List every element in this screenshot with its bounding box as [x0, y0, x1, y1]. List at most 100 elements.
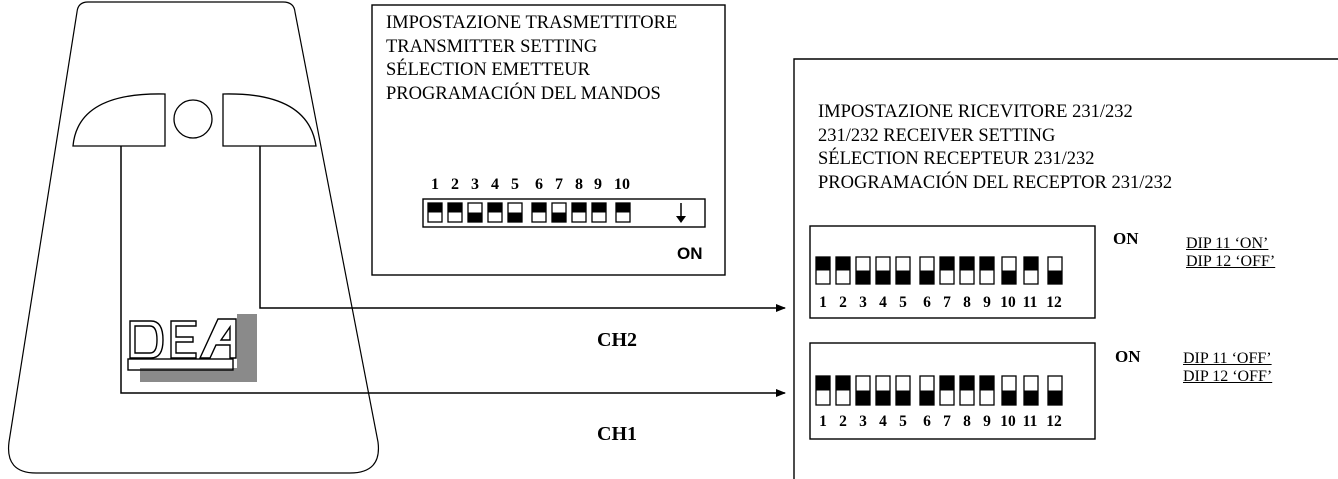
dip-note-line: DIP 12 ‘OFF’	[1183, 368, 1273, 385]
rx-ch2-dip-number: 2	[839, 294, 847, 311]
rx-ch1-dip-number: 11	[1022, 413, 1038, 430]
rx-ch1-on-label: ON	[1115, 347, 1141, 366]
receiver-ch1-dip-block	[809, 342, 1096, 440]
rx-ch1-dip-switch-1	[815, 375, 831, 406]
transmitter-title-line: SÉLECTION EMETTEUR	[386, 60, 590, 80]
on-direction-arrow-icon	[676, 203, 686, 223]
transmitter-setting-box	[371, 4, 726, 276]
rx-ch2-dip-number: 6	[923, 294, 931, 311]
tx-dip-switch-6	[531, 202, 547, 223]
rx-ch2-dip-note: DIP 11 ‘ON’ DIP 12 ‘OFF’	[1186, 235, 1275, 271]
tx-dip-number: 9	[594, 176, 602, 193]
tx-dip-number: 1	[431, 176, 439, 193]
rx-ch2-dip-switch-11	[1023, 256, 1039, 285]
tx-dip-number: 6	[535, 176, 543, 193]
rx-ch1-dip-number: 12	[1046, 413, 1062, 430]
tx-dip-number: 5	[511, 176, 519, 193]
remote-left-button	[72, 93, 166, 147]
tx-dip-number: 4	[491, 176, 499, 193]
rx-ch1-dip-switch-2	[835, 375, 851, 406]
transmitter-title-line: PROGRAMACIÓN DEL MANDOS	[386, 83, 661, 104]
rx-ch2-dip-switch-12	[1047, 256, 1063, 285]
tx-dip-switch-2	[447, 202, 463, 223]
receiver-title-line: 231/232 RECEIVER SETTING	[818, 125, 1056, 146]
remote-control-body	[7, 1, 380, 474]
tx-dip-switch-7	[551, 202, 567, 223]
channel-label-ch2: CH2	[597, 329, 637, 351]
rx-ch2-dip-number: 11	[1022, 294, 1038, 311]
receiver-ch2-dip-block	[809, 225, 1096, 319]
rx-ch2-dip-switch-2	[835, 256, 851, 285]
rx-ch1-dip-switch-9	[979, 375, 995, 406]
rx-ch1-dip-switch-12	[1047, 375, 1063, 406]
rx-ch2-dip-switch-5	[895, 256, 911, 285]
rx-ch2-dip-switch-8	[959, 256, 975, 285]
rx-ch1-dip-switch-3	[855, 375, 871, 406]
receiver-title-line: SÉLECTION RECEPTEUR 231/232	[818, 149, 1095, 169]
receiver-setting-box	[793, 58, 1338, 479]
rx-ch2-dip-switch-7	[939, 256, 955, 285]
tx-dip-number: 3	[471, 176, 479, 193]
rx-ch1-dip-switch-8	[959, 375, 975, 406]
rx-ch1-dip-number: 10	[1000, 413, 1016, 430]
tx-dip-switch-3	[467, 202, 483, 223]
remote-right-button	[222, 93, 317, 147]
rx-ch2-dip-switch-6	[919, 256, 935, 285]
tx-dip-switch-8	[571, 202, 587, 223]
transmitter-title-line: IMPOSTAZIONE TRASMETTITORE	[386, 13, 678, 33]
tx-dip-switch-1	[427, 202, 443, 223]
rx-ch2-dip-switch-1	[815, 256, 831, 285]
tx-dip-number: 10	[614, 176, 630, 193]
rx-ch2-dip-switch-10	[1001, 256, 1017, 285]
rx-ch1-dip-switch-10	[1001, 375, 1017, 406]
rx-ch1-dip-number: 3	[859, 413, 867, 430]
rx-ch2-dip-number: 7	[943, 294, 951, 311]
rx-ch2-dip-number: 4	[879, 294, 887, 311]
rx-ch2-dip-number: 1	[819, 294, 827, 311]
rx-ch2-dip-number: 5	[899, 294, 907, 311]
rx-ch1-dip-number: 4	[879, 413, 887, 430]
ch1-connection-arrow	[120, 146, 786, 397]
rx-ch1-dip-switch-5	[895, 375, 911, 406]
rx-ch1-dip-number: 1	[819, 413, 827, 430]
rx-ch1-dip-number: 9	[983, 413, 991, 430]
rx-ch2-dip-number: 3	[859, 294, 867, 311]
rx-ch2-dip-switch-3	[855, 256, 871, 285]
rx-ch1-dip-switch-11	[1023, 375, 1039, 406]
dea-system-logo	[127, 314, 257, 382]
rx-ch2-dip-number: 8	[963, 294, 971, 311]
receiver-title-line: PROGRAMACIÓN DEL RECEPTOR 231/232	[818, 172, 1173, 193]
tx-dip-switch-9	[591, 202, 607, 223]
tx-dip-number: 2	[451, 176, 459, 193]
rx-ch1-dip-number: 5	[899, 413, 907, 430]
ch2-connection-arrow	[259, 146, 786, 312]
rx-ch2-dip-number: 12	[1046, 294, 1062, 311]
transmitter-title: IMPOSTAZIONE TRASMETTITORE TRANSMITTER S…	[386, 12, 677, 106]
transmitter-title-line: TRANSMITTER SETTING	[386, 36, 598, 57]
rx-ch2-dip-number: 10	[1000, 294, 1016, 311]
rx-ch2-dip-switch-9	[979, 256, 995, 285]
remote-center-led	[173, 99, 213, 139]
dip-note-line: DIP 12 ‘OFF’	[1186, 253, 1276, 270]
rx-ch2-dip-switch-4	[875, 256, 891, 285]
rx-ch1-dip-switch-6	[919, 375, 935, 406]
rx-ch1-dip-number: 7	[943, 413, 951, 430]
rx-ch2-dip-number: 9	[983, 294, 991, 311]
transmitter-dip-block	[422, 198, 706, 228]
rx-ch1-dip-number: 8	[963, 413, 971, 430]
receiver-title: IMPOSTAZIONE RICEVITORE 231/232 231/232 …	[818, 101, 1172, 195]
rx-ch1-dip-note: DIP 11 ‘OFF’ DIP 12 ‘OFF’	[1183, 350, 1272, 386]
receiver-title-line: IMPOSTAZIONE RICEVITORE 231/232	[818, 102, 1133, 122]
rx-ch1-dip-number: 6	[923, 413, 931, 430]
channel-label-ch1: CH1	[597, 423, 637, 445]
tx-dip-number: 7	[555, 176, 563, 193]
dip-note-line: DIP 11 ‘OFF’	[1183, 350, 1272, 367]
tx-dip-switch-5	[507, 202, 523, 223]
dip-note-line: DIP 11 ‘ON’	[1186, 235, 1269, 252]
tx-dip-switch-4	[487, 202, 503, 223]
rx-ch2-on-label: ON	[1113, 229, 1139, 248]
rx-ch1-dip-switch-7	[939, 375, 955, 406]
rx-ch1-dip-number: 2	[839, 413, 847, 430]
